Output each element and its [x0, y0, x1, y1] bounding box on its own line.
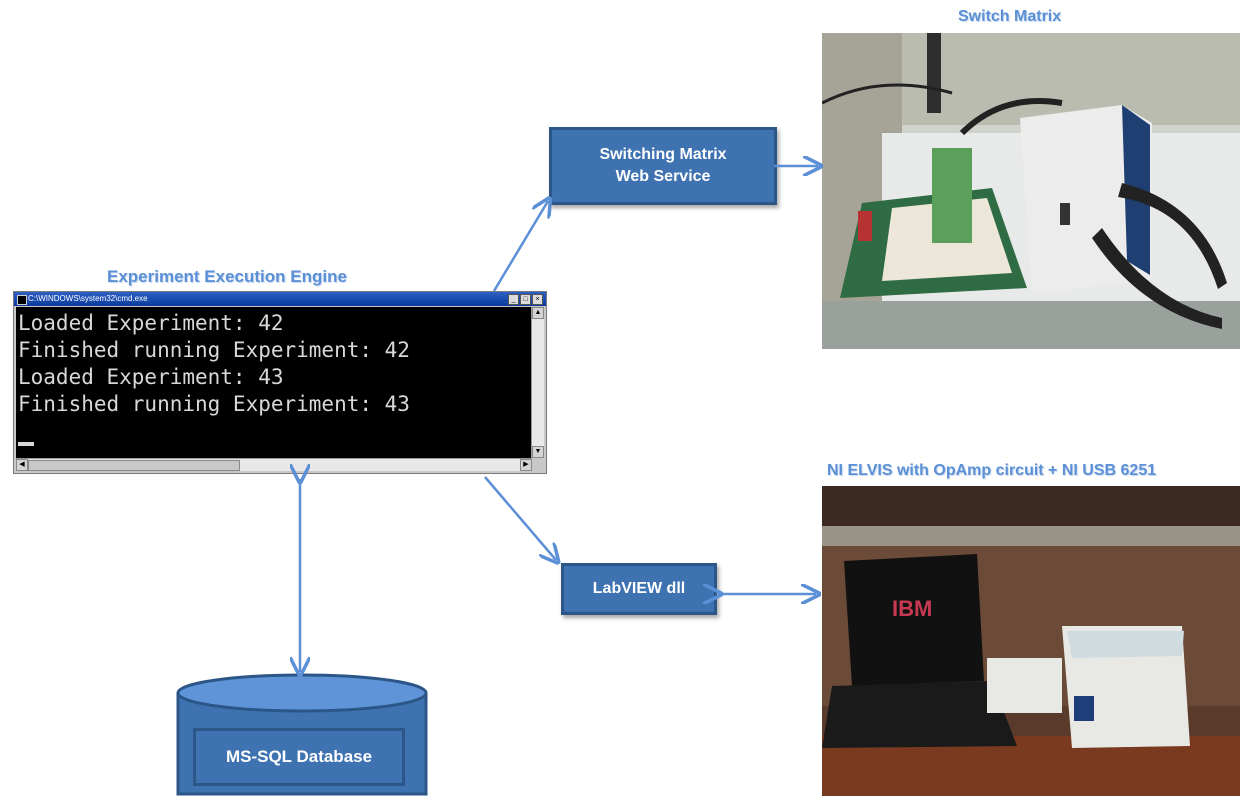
web-service-box: Switching Matrix Web Service	[549, 127, 777, 205]
switch-matrix-photo	[822, 33, 1240, 349]
horizontal-scroll-thumb[interactable]	[28, 460, 240, 471]
scroll-left-icon[interactable]: ◀	[16, 459, 28, 471]
console-line: Finished running Experiment: 43	[18, 392, 410, 416]
switch-matrix-image	[822, 33, 1240, 349]
horizontal-scrollbar[interactable]: ◀ ▶	[16, 458, 532, 471]
switch-matrix-label: Switch Matrix	[958, 8, 1062, 25]
labview-label: LabVIEW dll	[592, 579, 686, 597]
labview-box: LabVIEW dll	[561, 563, 717, 615]
database-label: MS-SQL Database	[193, 728, 405, 786]
elvis-photo: IBM	[822, 486, 1240, 796]
web-service-line1: Switching Matrix	[599, 145, 727, 163]
close-icon[interactable]: ×	[532, 294, 543, 305]
vertical-scrollbar[interactable]: ▲ ▼	[531, 307, 544, 458]
minimize-icon[interactable]: _	[508, 294, 519, 305]
elvis-label: NI ELVIS with OpAmp circuit + NI USB 625…	[827, 462, 1157, 479]
maximize-icon[interactable]: □	[520, 294, 531, 305]
arrow-engine-to-labview	[484, 476, 556, 560]
engine-label: Experiment Execution Engine	[107, 267, 347, 286]
elvis-image: IBM	[822, 486, 1240, 796]
console-cursor	[18, 442, 34, 446]
console-line: Finished running Experiment: 42	[18, 338, 410, 362]
console-output[interactable]: Loaded Experiment: 42 Finished running E…	[16, 307, 532, 458]
laptop-logo: IBM	[892, 596, 932, 621]
scroll-right-icon[interactable]: ▶	[520, 459, 532, 471]
web-service-line2: Web Service	[615, 168, 711, 185]
console-line: Loaded Experiment: 42	[18, 311, 284, 335]
scroll-down-icon[interactable]: ▼	[532, 446, 544, 458]
scroll-up-icon[interactable]: ▲	[532, 307, 544, 319]
arrow-engine-to-webservice	[492, 201, 548, 292]
console-titlebar[interactable]: C:\WINDOWS\system32\cmd.exe	[14, 292, 546, 306]
console-window[interactable]: C:\WINDOWS\system32\cmd.exe _ □ × Loaded…	[13, 291, 547, 474]
console-title: C:\WINDOWS\system32\cmd.exe	[28, 294, 148, 303]
console-app-icon	[17, 295, 27, 305]
console-line: Loaded Experiment: 43	[18, 365, 284, 389]
